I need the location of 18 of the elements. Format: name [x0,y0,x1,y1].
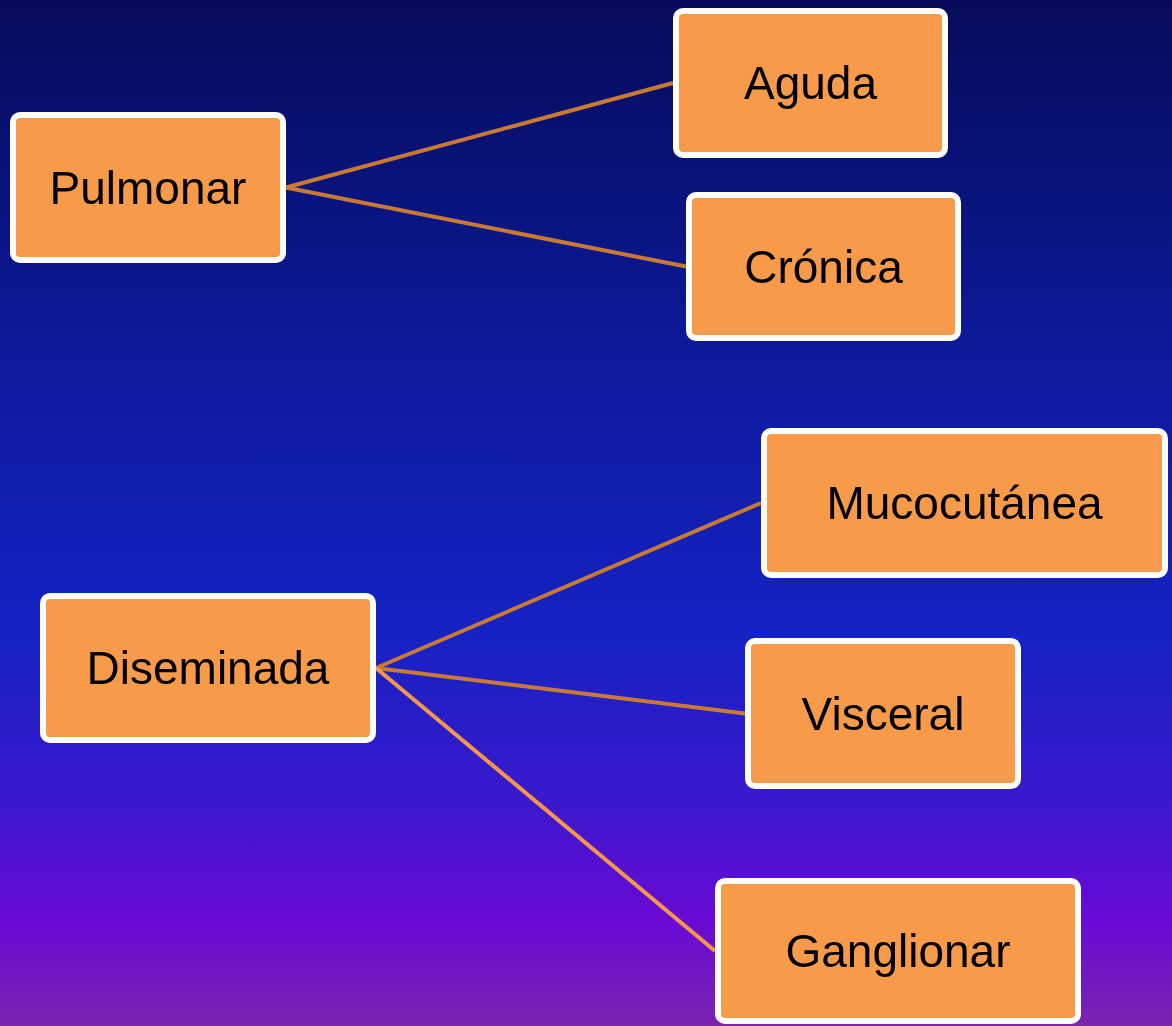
box-label: Crónica [744,239,903,294]
category-box [10,112,286,263]
connector-line [374,666,717,953]
box-label: Diseminada [86,641,330,695]
category-box [745,638,1021,789]
connector-line [375,501,762,670]
category-box [686,192,961,341]
box-label: Mucocutánea [826,476,1103,530]
box-label: Ganglionar [785,924,1011,978]
box-label: Visceral [801,686,965,741]
connector-line [285,81,674,190]
category-box [40,593,376,743]
connector-line [285,185,687,269]
category-box [715,878,1081,1024]
box-label: Aguda [744,56,877,110]
category-box [673,8,948,158]
box-label: Pulmonar [49,160,247,215]
category-box [761,428,1168,578]
